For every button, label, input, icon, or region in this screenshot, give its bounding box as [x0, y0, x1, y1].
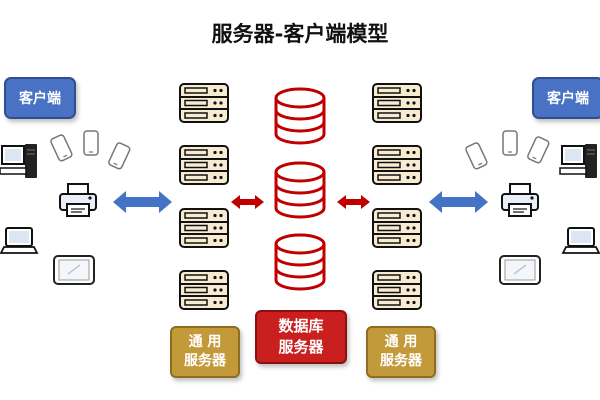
server-rack-icon	[179, 208, 229, 248]
database-server-label: 数据库 服务器	[255, 310, 347, 364]
phone-icon	[83, 130, 99, 156]
desktop-computer-icon	[559, 143, 598, 179]
server-rack-icon	[179, 270, 229, 310]
database-server-label-line1: 数据库	[278, 317, 324, 335]
laptop-icon	[0, 227, 38, 254]
printer-icon	[501, 183, 539, 217]
general-server-label-left-line1: 通 用	[188, 334, 222, 350]
client-label-right: 客户端	[532, 77, 600, 119]
database-icon	[274, 87, 326, 145]
general-server-label-left-line2: 服务器	[184, 353, 226, 369]
server-rack-icon	[372, 270, 422, 310]
desktop-computer-icon	[0, 143, 38, 179]
double-arrow-red-right	[337, 195, 370, 209]
phone-icon	[526, 135, 551, 165]
general-server-label-right-line1: 通 用	[384, 334, 418, 350]
general-server-label-left: 通 用 服务器	[170, 326, 240, 378]
tablet-icon	[53, 255, 95, 285]
general-server-label-right-line2: 服务器	[380, 353, 422, 369]
phone-icon	[49, 133, 74, 163]
general-server-label-right: 通 用 服务器	[366, 326, 436, 378]
database-server-label-line2: 服务器	[278, 338, 324, 356]
client-label-left: 客户端	[4, 77, 76, 119]
double-arrow-red-left	[231, 195, 264, 209]
database-icon	[274, 233, 326, 291]
database-icon	[274, 161, 326, 219]
server-rack-icon	[372, 208, 422, 248]
server-rack-icon	[372, 83, 422, 123]
phone-icon	[502, 130, 518, 156]
tablet-icon	[499, 255, 541, 285]
double-arrow-blue-left	[113, 191, 172, 213]
double-arrow-blue-right	[429, 191, 488, 213]
phone-icon	[107, 141, 132, 171]
diagram-title: 服务器-客户端模型	[211, 22, 389, 46]
server-rack-icon	[179, 145, 229, 185]
phone-icon	[464, 141, 489, 171]
laptop-icon	[562, 227, 600, 254]
server-rack-icon	[372, 145, 422, 185]
printer-icon	[59, 183, 97, 217]
server-rack-icon	[179, 83, 229, 123]
